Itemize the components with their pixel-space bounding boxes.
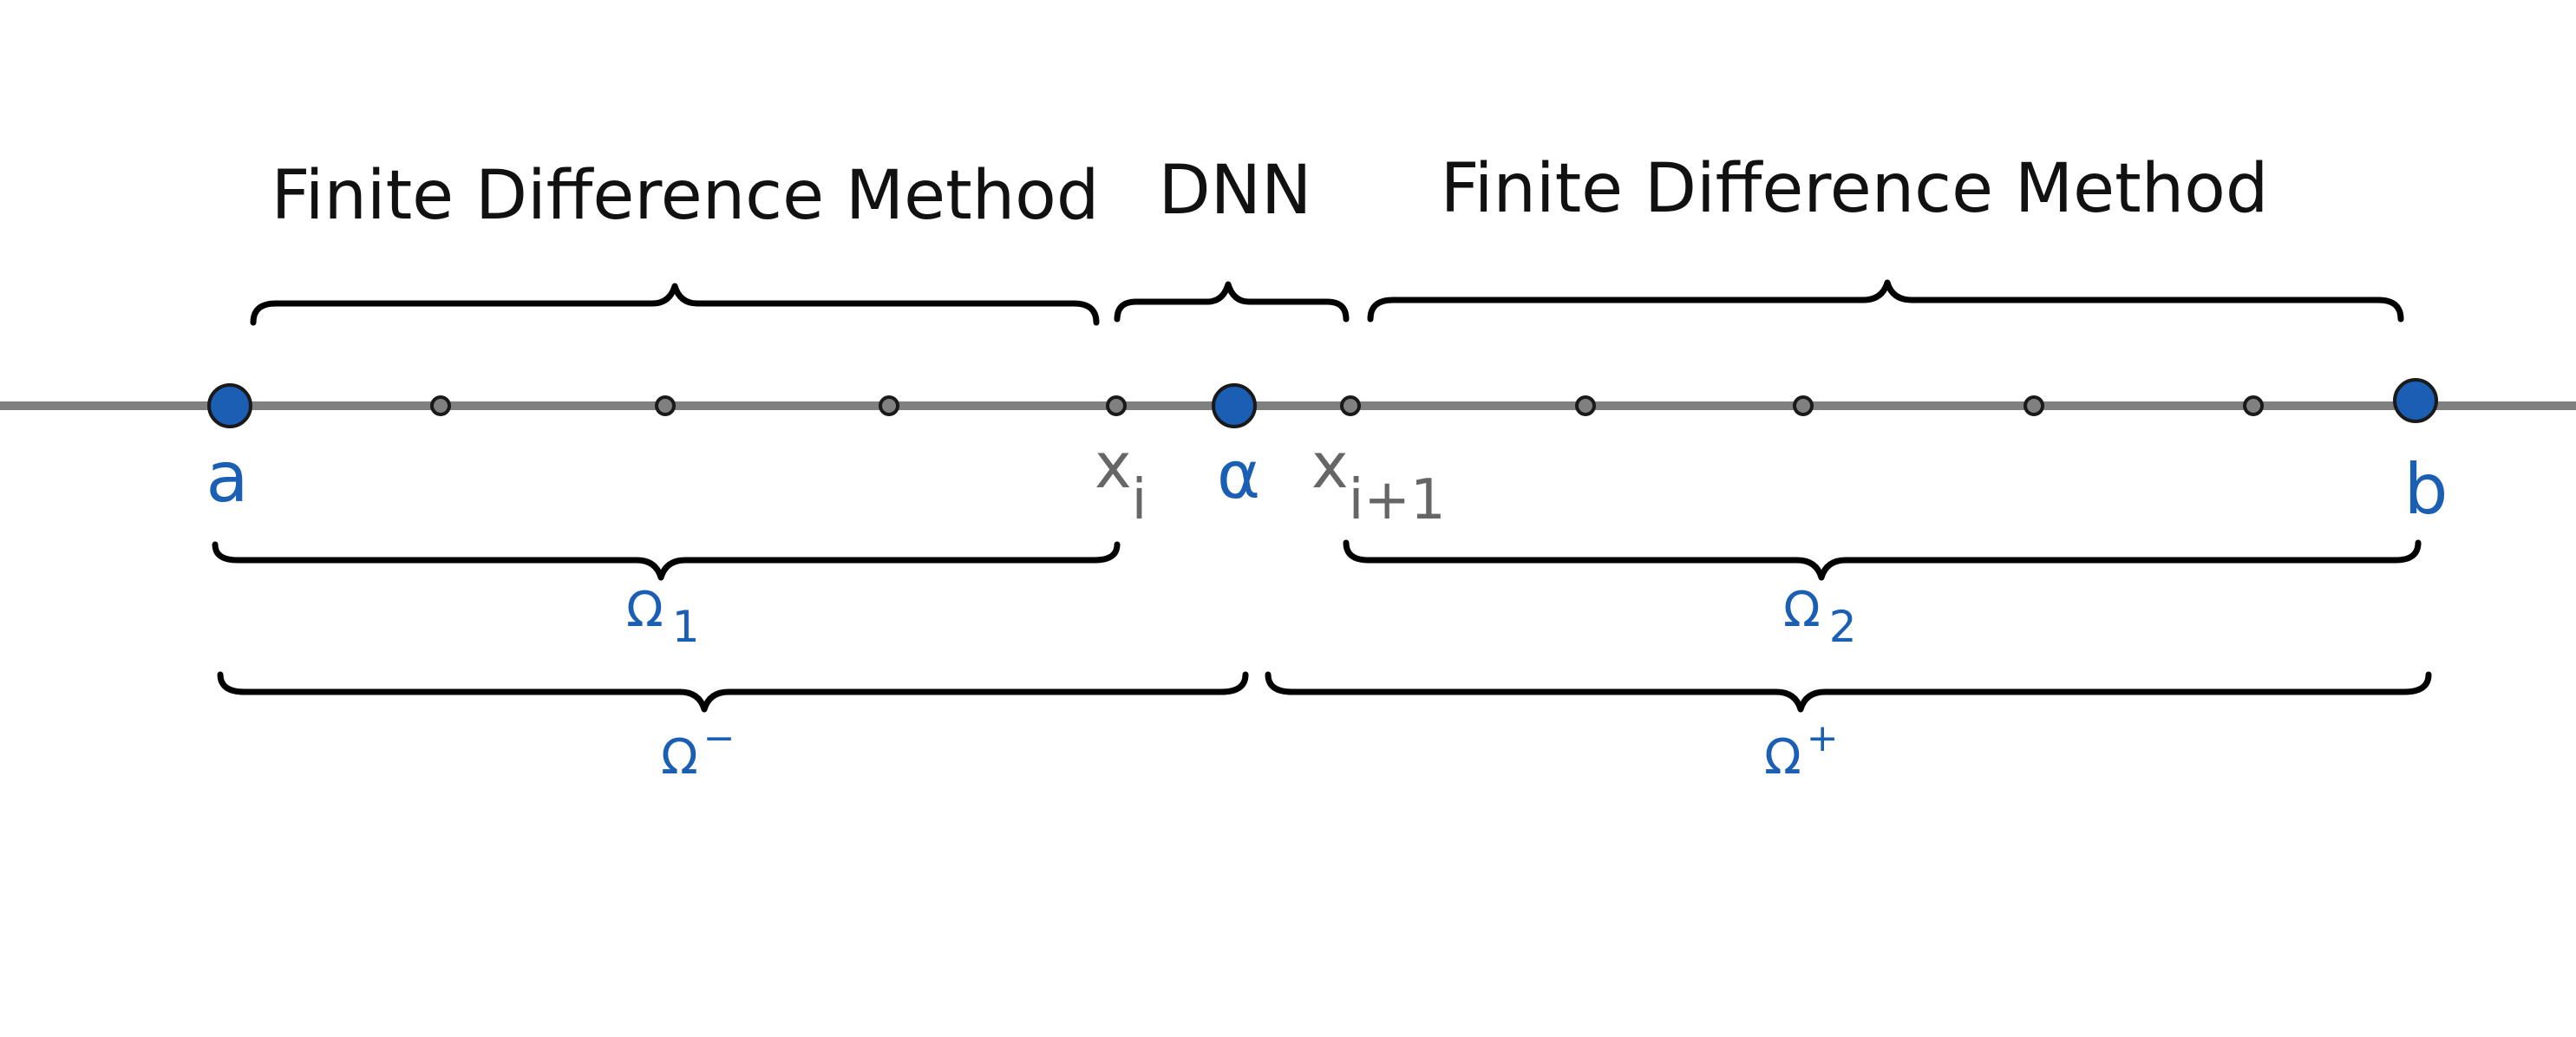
omega-minus-superscript: − bbox=[703, 716, 736, 760]
brace-top-fdm-left bbox=[250, 283, 1100, 326]
grid-point bbox=[655, 395, 676, 416]
grid-point bbox=[430, 395, 451, 416]
method-label-right: Finite Difference Method bbox=[1441, 150, 2269, 228]
brace-omega-minus bbox=[217, 671, 1249, 713]
grid-point bbox=[1793, 395, 1814, 416]
x-i-base: x bbox=[1095, 429, 1132, 502]
brace-omega-1 bbox=[212, 541, 1121, 581]
grid-point bbox=[2243, 395, 2264, 416]
method-label-middle: DNN bbox=[1159, 152, 1312, 230]
omega-2-symbol: Ω bbox=[1783, 582, 1821, 638]
omega-1-symbol: Ω bbox=[626, 582, 664, 638]
grid-point-x-i bbox=[1106, 395, 1127, 416]
grid-point bbox=[879, 395, 899, 416]
x-i1-subscript: i+1 bbox=[1349, 468, 1446, 532]
x-i-subscript: i bbox=[1132, 468, 1147, 532]
omega-plus-symbol: Ω bbox=[1764, 729, 1801, 786]
label-b: b bbox=[2404, 449, 2449, 530]
omega-plus-superscript: + bbox=[1807, 716, 1839, 760]
grid-point-x-i1 bbox=[1340, 395, 1361, 416]
omega-minus-symbol: Ω bbox=[661, 729, 698, 786]
grid-point bbox=[1575, 395, 1596, 416]
method-label-left: Finite Difference Method bbox=[271, 157, 1100, 235]
label-x-i1: xi+1 bbox=[1311, 429, 1446, 532]
brace-omega-plus bbox=[1265, 671, 2432, 713]
brace-top-dnn bbox=[1114, 281, 1350, 323]
label-omega-minus: Ω− bbox=[661, 716, 736, 786]
omega-1-subscript: 1 bbox=[672, 602, 700, 652]
grid-point bbox=[2024, 395, 2044, 416]
brace-top-fdm-right bbox=[1367, 279, 2404, 323]
brace-omega-2 bbox=[1343, 539, 2422, 581]
endpoint-a bbox=[207, 383, 252, 428]
x-i1-base: x bbox=[1311, 429, 1349, 502]
label-a: a bbox=[206, 437, 248, 518]
interface-point-alpha bbox=[1212, 383, 1257, 428]
label-x-i: xi bbox=[1095, 429, 1147, 532]
label-omega-plus: Ω+ bbox=[1764, 716, 1839, 786]
endpoint-b bbox=[2393, 378, 2438, 423]
label-alpha: α bbox=[1217, 436, 1260, 513]
omega-2-subscript: 2 bbox=[1829, 602, 1857, 652]
